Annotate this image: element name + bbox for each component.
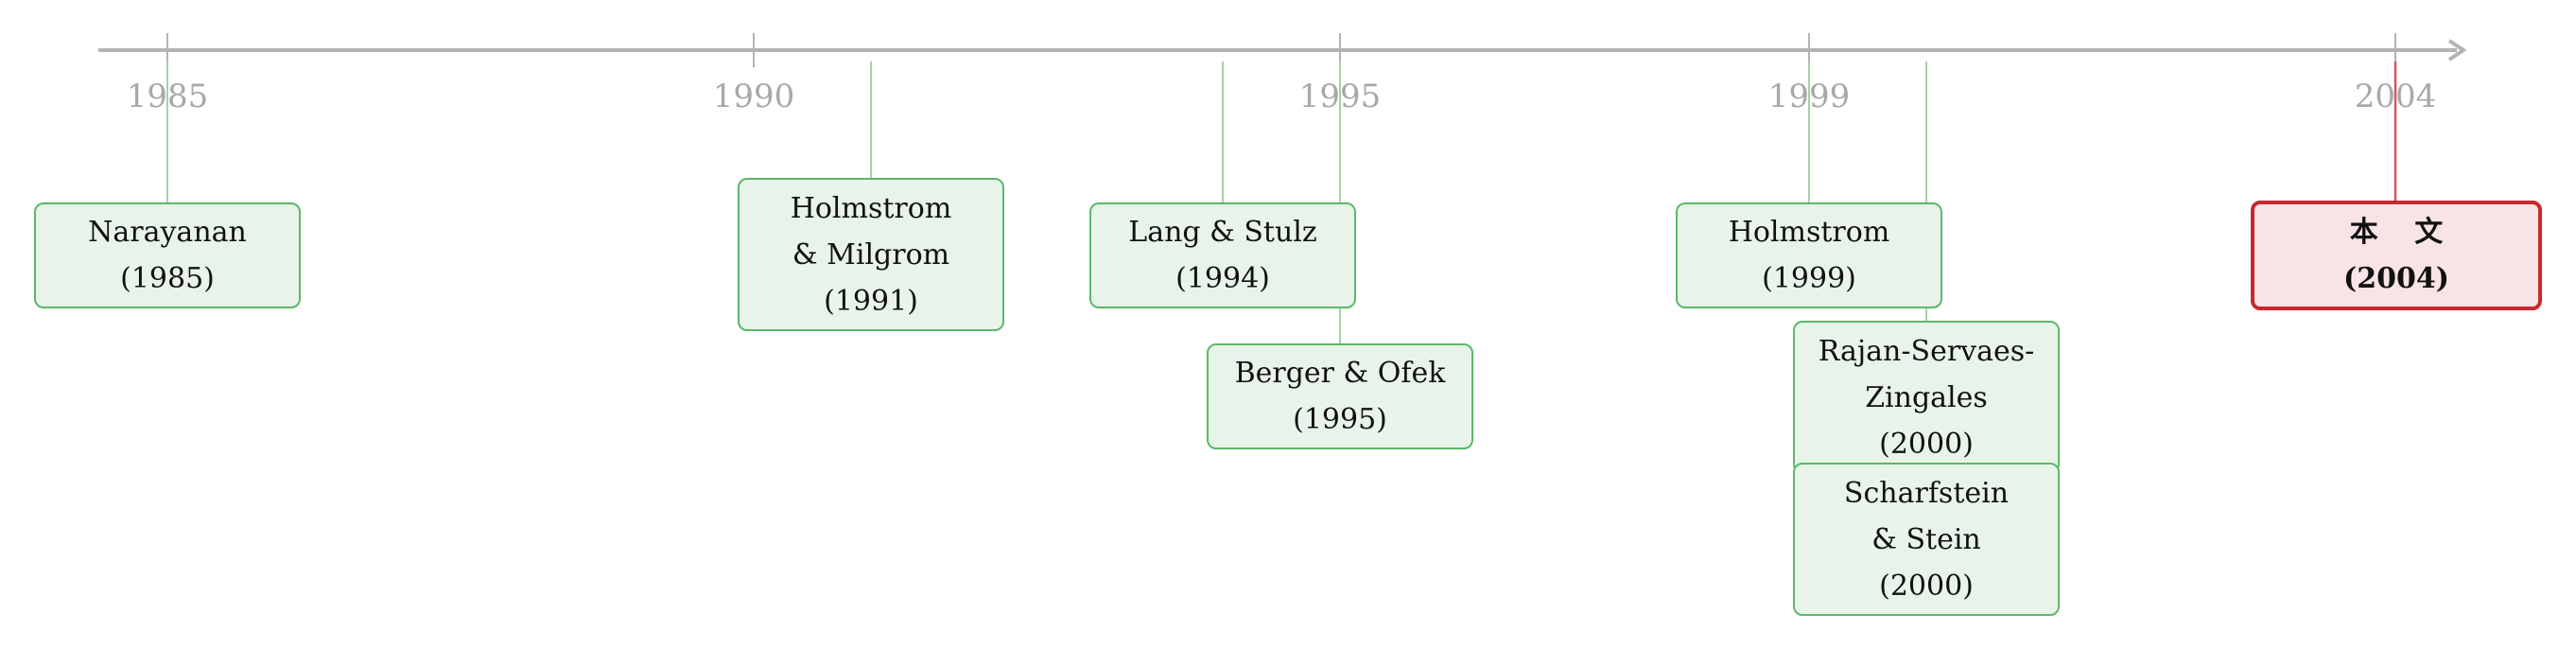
event-line: Scharfstein bbox=[1843, 476, 2010, 510]
event-line: Holmstrom bbox=[1728, 216, 1890, 249]
event-line: & Stein bbox=[1871, 522, 1981, 556]
event-line: & Milgrom bbox=[792, 237, 950, 272]
event-line: (1985) bbox=[120, 262, 215, 295]
event-line: Zingales bbox=[1865, 380, 1988, 414]
event-line: (1991) bbox=[824, 284, 918, 318]
event-line: (1999) bbox=[1762, 262, 1856, 295]
year-label-1995: 1995 bbox=[1298, 78, 1382, 115]
event-line: Narayanan bbox=[88, 216, 247, 249]
event-line: (1995) bbox=[1293, 403, 1387, 436]
year-label-1999: 1999 bbox=[1767, 78, 1851, 115]
event-holmstrom-milgrom: Holmstrom & Milgrom (1991) bbox=[738, 178, 1004, 331]
event-holmstrom: Holmstrom (1999) bbox=[1676, 202, 1942, 308]
year-label-1985: 1985 bbox=[126, 78, 209, 115]
event-line: Berger & Ofek bbox=[1234, 357, 1446, 390]
event-narayanan: Narayanan (1985) bbox=[34, 202, 301, 308]
event-line: Lang & Stulz bbox=[1128, 216, 1317, 249]
event-this-paper: 本 文 (2004) bbox=[2251, 201, 2542, 310]
year-label-2004: 2004 bbox=[2354, 78, 2437, 115]
axis-arrowhead bbox=[2447, 39, 2467, 61]
event-rajan-servaes-zingales: Rajan-Servaes- Zingales (2000) bbox=[1793, 321, 2060, 474]
event-line: (2000) bbox=[1879, 427, 1974, 461]
event-line: (2000) bbox=[1879, 569, 1974, 603]
year-label-1990: 1990 bbox=[712, 78, 795, 115]
event-scharfstein-stein: Scharfstein & Stein (2000) bbox=[1793, 463, 2060, 616]
event-line: Rajan-Servaes- bbox=[1818, 334, 2035, 368]
event-line: Holmstrom bbox=[790, 191, 952, 225]
event-lang-stulz: Lang & Stulz (1994) bbox=[1089, 202, 1356, 308]
event-line: (2004) bbox=[2343, 262, 2449, 295]
event-line: 本 文 bbox=[2349, 216, 2457, 249]
event-line: (1994) bbox=[1175, 262, 1270, 295]
event-berger-ofek: Berger & Ofek (1995) bbox=[1207, 343, 1473, 449]
